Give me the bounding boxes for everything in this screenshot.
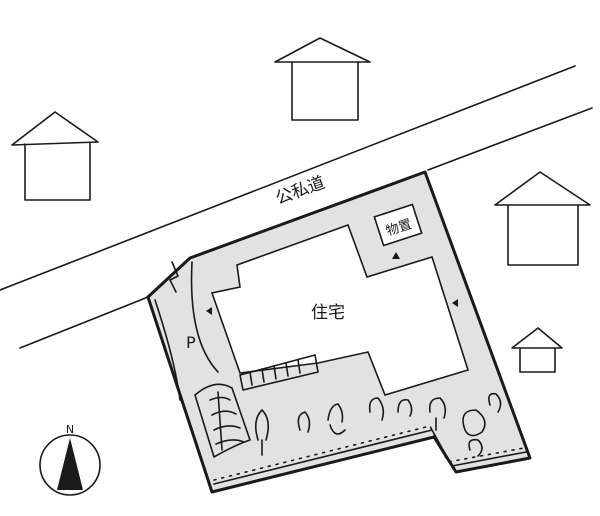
neighbor-house-icon [494, 171, 591, 266]
garden-trees [254, 392, 502, 457]
neighbor-house-icon [511, 327, 563, 373]
door-arrow-icon [206, 307, 212, 315]
fence-posts [213, 425, 525, 481]
parking-label: P [186, 333, 196, 352]
door-arrow-icon [392, 252, 400, 259]
parking-line [190, 261, 219, 373]
neighbor-house-icon [11, 111, 99, 201]
deck [239, 354, 319, 391]
house-label: 住宅 [311, 303, 345, 323]
fence [213, 429, 527, 485]
storage-shed [373, 203, 423, 247]
house-footprint [210, 223, 470, 396]
road-label: 公私道 [273, 173, 328, 209]
road-edge-bottom-right [427, 107, 593, 171]
road-edge-top [0, 65, 576, 291]
road-edge-bottom-left [19, 296, 149, 349]
entrance-mark [169, 261, 179, 293]
carport [194, 383, 251, 458]
road [0, 65, 593, 349]
neighbor-house-icon [274, 37, 371, 121]
north-label: N [66, 423, 74, 436]
north-compass-icon [39, 434, 101, 496]
parking-line [154, 299, 181, 401]
door-arrow-icon [452, 299, 458, 307]
